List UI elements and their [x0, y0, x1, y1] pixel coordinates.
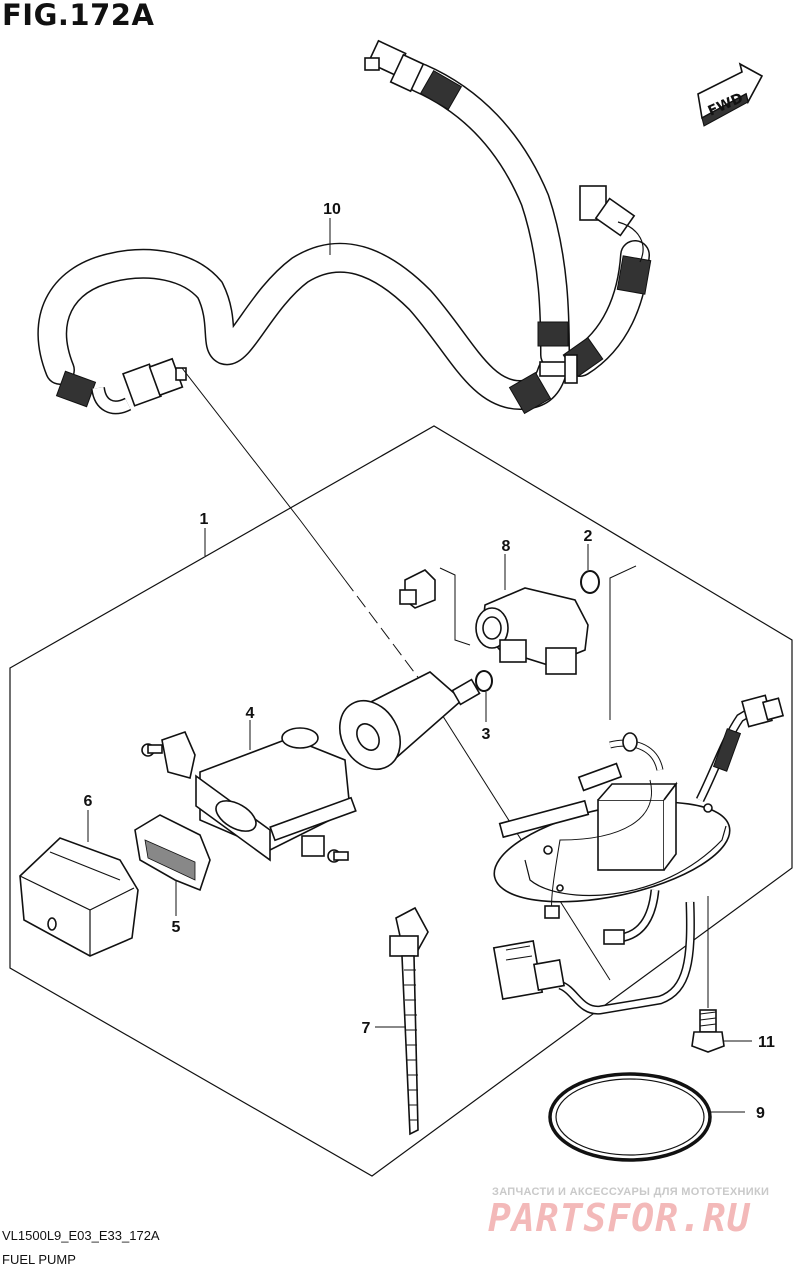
cable-tie-7 [389, 906, 429, 1136]
bolt-11 [691, 1009, 725, 1053]
watermark-text: ЗАПЧАСТИ И АКСЕССУАРЫ ДЛЯ МОТОТЕХНИКИ [492, 1186, 770, 1198]
fuel-hose-10 [37, 39, 652, 415]
callout-9: 9 [756, 1105, 765, 1122]
fuel-filter-6 [19, 837, 139, 957]
hose-sleeve [616, 255, 652, 295]
fwd-direction-badge: FWD [697, 62, 764, 127]
callout-7: 7 [362, 1020, 371, 1037]
hose-sleeve [55, 370, 97, 408]
holder-clip-bolt [141, 731, 196, 779]
hose-connector-top [364, 39, 425, 93]
fuel-pump-plate [492, 694, 785, 1015]
t-joint [564, 354, 578, 384]
hose-sleeve [419, 70, 463, 110]
callout-10: 10 [323, 201, 341, 218]
bracket-line [609, 565, 637, 720]
figure-code: VL1500L9_E03_E33_172A [2, 1228, 160, 1243]
callout-3: 3 [482, 726, 491, 743]
exploded-guideline [181, 367, 346, 581]
callout-2: 2 [584, 528, 593, 545]
callout-8: 8 [502, 538, 511, 555]
cushion-5 [134, 814, 211, 892]
o-ring-2 [580, 570, 600, 594]
figure-title: FIG.172A [2, 0, 155, 32]
callout-1: 1 [200, 511, 209, 528]
bracket-line [439, 567, 471, 646]
callout-6: 6 [84, 793, 93, 810]
exploded-guideline [344, 579, 421, 681]
fuel-pump-motor [339, 671, 481, 770]
holder-clip-bolt [301, 835, 349, 863]
hose-connector-left [91, 357, 187, 415]
callout-4: 4 [246, 705, 255, 722]
gasket-9 [548, 1072, 712, 1162]
figure-name: FUEL PUMP [2, 1252, 76, 1267]
fuel-pump-holder-4 [195, 727, 357, 862]
hose-sleeve [537, 321, 569, 347]
fuel-pressure-regulator-8 [399, 569, 589, 675]
watermark-logo: PARTSFOR.RU [488, 1196, 751, 1240]
hose-connector-right [579, 185, 644, 263]
callout-11: 11 [758, 1034, 775, 1051]
hose-sleeve [508, 371, 552, 415]
assembly-boundary [9, 425, 793, 1177]
callout-5: 5 [172, 919, 181, 936]
o-ring-3 [475, 670, 493, 692]
